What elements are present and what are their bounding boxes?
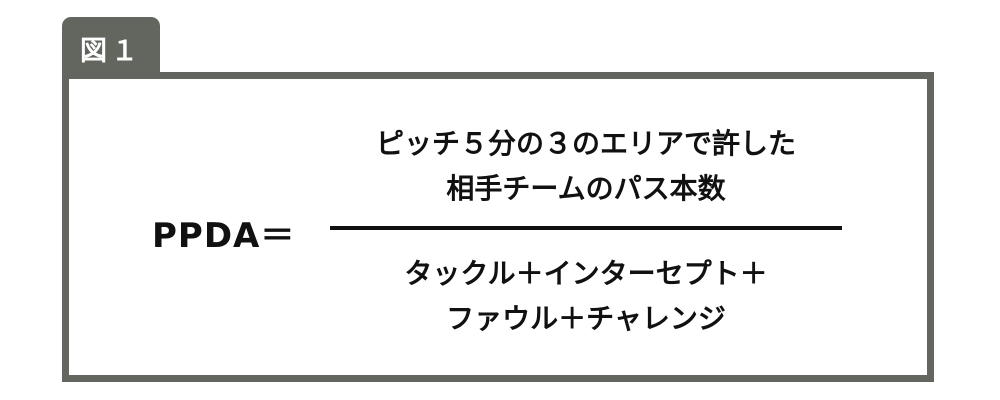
formula-lhs: PPDA＝ <box>152 216 296 256</box>
figure-tab: 図１ <box>62 17 160 75</box>
numerator-line-2: 相手チームのパス本数 <box>446 172 726 205</box>
denominator-line-1: タックル＋インターセプト＋ <box>404 257 768 290</box>
figure-label: 図１ <box>80 36 142 67</box>
fraction-bar <box>330 226 842 230</box>
numerator-line-1: ピッチ５分の３のエリアで許した <box>375 127 796 160</box>
denominator-line-2: ファウル＋チャレンジ <box>446 302 726 335</box>
